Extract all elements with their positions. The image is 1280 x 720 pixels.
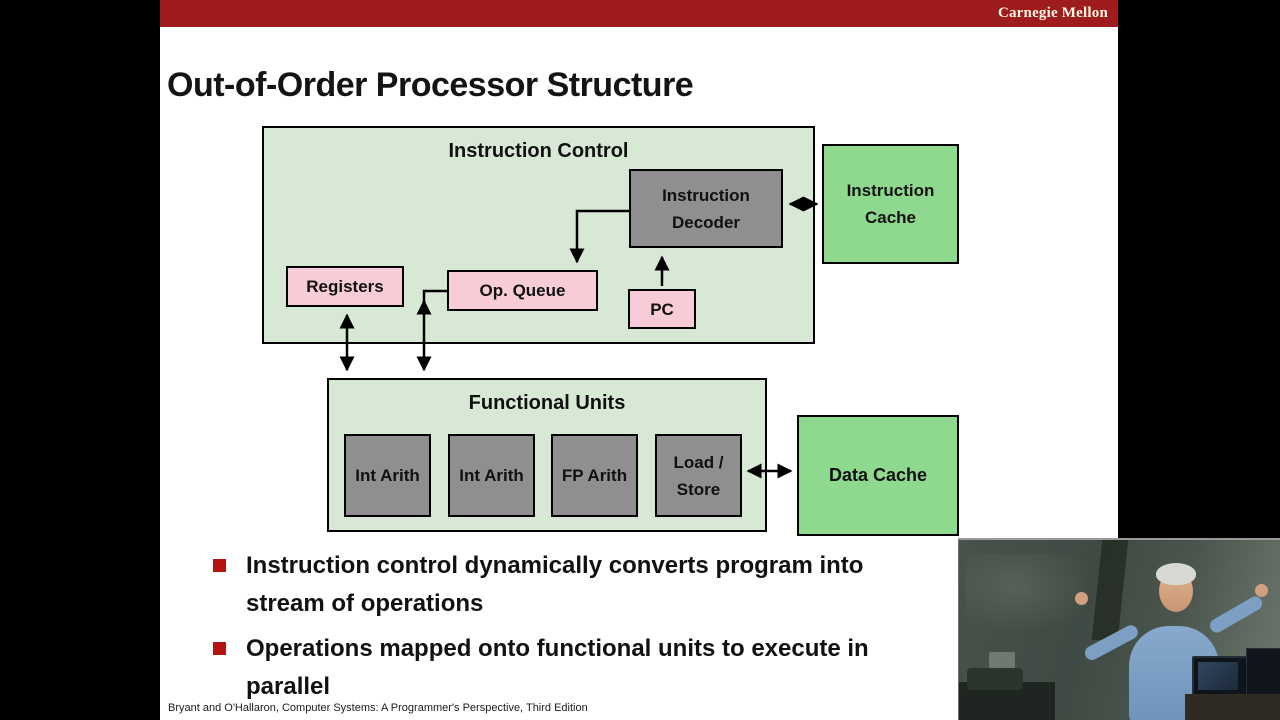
load-store-unit: Load / Store bbox=[655, 434, 742, 517]
int-arith-unit-2: Int Arith bbox=[448, 434, 535, 517]
room-pillar bbox=[1091, 540, 1129, 640]
bullet-text: Operations mapped onto functional units … bbox=[246, 630, 869, 706]
functional-units-label: Functional Units bbox=[468, 392, 626, 414]
bullet-line: parallel bbox=[246, 673, 331, 700]
bullet-line: Instruction control dynamically converts… bbox=[246, 552, 864, 579]
data-cache-label: Data Cache bbox=[828, 465, 928, 485]
instruction-decoder-label: Instruction Decoder bbox=[662, 185, 750, 232]
webcam-overlay bbox=[958, 538, 1280, 720]
instruction-control-label: Instruction Control bbox=[448, 140, 629, 162]
bullet-item-1: Instruction control dynamically converts… bbox=[213, 547, 863, 623]
pc-label: PC bbox=[650, 299, 674, 319]
paper-on-desk bbox=[989, 652, 1015, 668]
fp-arith-unit: FP Arith bbox=[551, 434, 638, 517]
bullet-line: Operations mapped onto functional units … bbox=[246, 635, 869, 662]
fp-arith-label: FP Arith bbox=[561, 466, 628, 485]
attribution-text: Bryant and O'Hallaron, Computer Systems:… bbox=[168, 702, 588, 714]
slide-title: Out-of-Order Processor Structure bbox=[167, 66, 694, 104]
instructor-hand bbox=[1255, 584, 1268, 597]
int-arith-label: Int Arith bbox=[459, 466, 524, 485]
instructor-right-arm bbox=[1207, 593, 1265, 636]
op-queue-box: Op. Queue bbox=[447, 270, 598, 311]
instruction-decoder-box: Instruction Decoder bbox=[629, 169, 783, 248]
load-store-label: Load / Store bbox=[673, 452, 724, 499]
desk bbox=[1185, 694, 1280, 720]
carnegie-mellon-wordmark: Carnegie Mellon bbox=[997, 5, 1108, 21]
monitor-screen bbox=[1198, 662, 1238, 690]
int-arith-label: Int Arith bbox=[355, 466, 420, 485]
int-arith-unit-1: Int Arith bbox=[344, 434, 431, 517]
chalkboard-smudge bbox=[965, 554, 1095, 634]
pc-box: PC bbox=[628, 289, 696, 329]
monitor bbox=[1246, 648, 1280, 700]
data-cache-box: Data Cache bbox=[797, 415, 959, 536]
header-bar: Carnegie Mellon bbox=[160, 0, 1118, 27]
registers-label: Registers bbox=[306, 277, 384, 296]
bullet-line: stream of operations bbox=[246, 590, 484, 617]
chair-back bbox=[967, 668, 1023, 690]
registers-box: Registers bbox=[286, 266, 404, 307]
bullet-square-icon bbox=[213, 642, 226, 655]
instruction-cache-label: Instruction Cache bbox=[846, 181, 935, 227]
bullet-square-icon bbox=[213, 559, 226, 572]
bullet-text: Instruction control dynamically converts… bbox=[246, 547, 863, 623]
instructor-hand bbox=[1075, 592, 1088, 605]
op-queue-label: Op. Queue bbox=[479, 281, 566, 300]
bullet-item-2: Operations mapped onto functional units … bbox=[213, 630, 869, 706]
instruction-cache-box: Instruction Cache bbox=[822, 144, 959, 264]
instructor-hair bbox=[1156, 563, 1196, 585]
